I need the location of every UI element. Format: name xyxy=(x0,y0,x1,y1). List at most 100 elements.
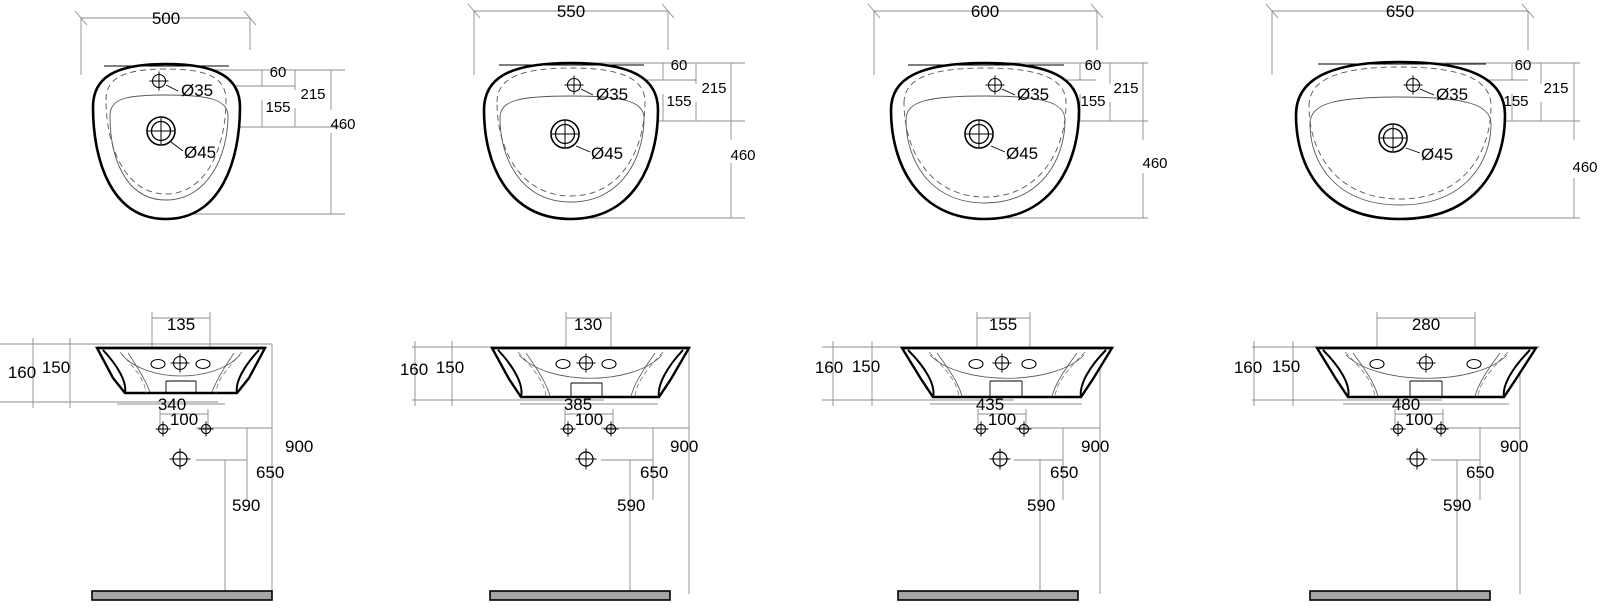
elev-left-taphole-icon xyxy=(1369,358,1385,370)
elev-front-height-label-550: 160 xyxy=(400,360,428,379)
elev-base-width-label-650: 480 xyxy=(1392,395,1420,414)
elev-left-taphole-icon xyxy=(555,358,571,370)
elev-front-height-label-500: 160 xyxy=(8,363,36,382)
elev-hidden-right-650 xyxy=(1477,351,1509,398)
waste-outlet-icon xyxy=(168,447,192,471)
elev-inner-right-550 xyxy=(630,352,656,397)
elev-tap-spread-label-650: 280 xyxy=(1412,315,1440,334)
elev-h650-label-500: 650 xyxy=(256,463,284,482)
plan-dim60-label-550: 60 xyxy=(671,57,688,74)
plan-view-550: 550 60 155 215 460 Ø35 Ø45 xyxy=(467,2,756,221)
plan-view-500: 500 60 155 215 460 Ø35 Ø45 xyxy=(74,9,356,221)
elev-left-flare-600 xyxy=(907,349,935,398)
leader-line-tap-600 xyxy=(1001,88,1016,96)
tap-hole-label-550: Ø35 xyxy=(596,85,628,104)
elev-right-flare-650 xyxy=(1502,349,1531,398)
elev-front-height-label-600: 160 xyxy=(815,358,843,377)
bracket-hole-left-icon xyxy=(972,420,990,438)
plan-bowl-outline-650 xyxy=(1309,96,1492,206)
waste-hole-icon xyxy=(1378,123,1408,153)
floor-line-500 xyxy=(91,590,273,601)
plan-depth-label-650: 460 xyxy=(1572,159,1597,176)
leader-line-tap-650 xyxy=(1419,88,1435,96)
elev-left-flare-650 xyxy=(1322,349,1350,398)
tap-hole-label-650: Ø35 xyxy=(1436,85,1468,104)
waste-hole-icon xyxy=(146,116,176,146)
elev-dim-lines-600 xyxy=(822,312,1101,594)
plan-width-label-600: 600 xyxy=(971,2,999,21)
elev-tap-spread-label-500: 135 xyxy=(167,315,195,334)
floor-line-650 xyxy=(1309,590,1491,601)
elevation-view-650: 160 150 280 480 100 900 650 590 xyxy=(1234,312,1540,601)
plan-dim215-label-500: 215 xyxy=(300,86,325,103)
elev-bowl-curve-500 xyxy=(121,354,241,377)
elev-overflow-box-500 xyxy=(165,380,197,393)
waste-hole-label-550: Ø45 xyxy=(591,144,623,163)
floor-line-600 xyxy=(897,590,1079,601)
leader-line-waste-600 xyxy=(990,145,1006,153)
elev-right-taphole-icon xyxy=(1466,358,1482,370)
elev-bracket-spacing-label-500: 100 xyxy=(170,410,198,429)
variant-group-550: 550 60 155 215 460 Ø35 Ø45 xyxy=(400,2,756,601)
elev-inner-left-550 xyxy=(525,352,551,397)
elev-inner-right-650 xyxy=(1474,352,1501,397)
waste-outlet-icon xyxy=(988,447,1012,471)
elev-hidden-left-650 xyxy=(1344,351,1376,398)
elev-overflow-box-650 xyxy=(1409,380,1443,397)
elev-h590-label-500: 590 xyxy=(232,496,260,515)
leader-line-waste-500 xyxy=(170,141,184,152)
elev-hidden-left-600 xyxy=(928,351,960,398)
elev-h650-label-650: 650 xyxy=(1466,463,1494,482)
elev-bracket-spacing-label-650: 100 xyxy=(1405,410,1433,429)
waste-hole-icon xyxy=(964,119,994,149)
elev-h590-label-650: 590 xyxy=(1443,496,1471,515)
elev-h650-label-550: 650 xyxy=(640,463,668,482)
variant-group-500: 500 60 155 215 460 Ø35 Ø45 xyxy=(0,9,356,601)
elev-bracket-spacing-label-600: 100 xyxy=(988,410,1016,429)
plan-hidden-outline-600 xyxy=(903,67,1067,198)
waste-outlet-icon xyxy=(1405,447,1429,471)
elev-bowl-curve-650 xyxy=(1345,354,1508,379)
elev-hidden-right-550 xyxy=(634,351,664,398)
plan-hidden-outline-550 xyxy=(496,67,646,197)
elev-right-taphole-icon xyxy=(601,358,617,370)
tap-hole-label-600: Ø35 xyxy=(1017,85,1049,104)
elev-overflow-box-550 xyxy=(570,382,603,397)
elev-right-flare-550 xyxy=(657,349,684,398)
elev-dim-lines-500 xyxy=(0,312,273,594)
plan-depth-label-500: 460 xyxy=(330,116,355,133)
elev-h650-label-600b: 650 xyxy=(1050,463,1078,482)
plan-width-label-650: 650 xyxy=(1386,2,1414,21)
elev-rim-height-label-600: 150 xyxy=(852,357,880,376)
waste-hole-label-650: Ø45 xyxy=(1421,145,1453,164)
elev-bracket-spacing-label-550: 100 xyxy=(575,410,603,429)
elev-hidden-left-550 xyxy=(517,351,547,398)
elev-hidden-right-600 xyxy=(1054,351,1086,398)
waste-hole-label-600: Ø45 xyxy=(1006,144,1038,163)
floor-line-550 xyxy=(489,590,671,601)
leader-line-waste-650 xyxy=(1405,147,1421,154)
elev-bowl-curve-550 xyxy=(518,354,663,379)
elevation-view-550: 160 150 130 385 100 900 650 590 xyxy=(400,312,698,601)
elev-overflow-box-600 xyxy=(989,380,1023,397)
plan-depth-label-550: 460 xyxy=(730,147,755,164)
plan-bowl-outline-550 xyxy=(499,95,645,203)
tap-hole-label-500: Ø35 xyxy=(181,81,213,100)
plan-view-650: 650 60 155 215 460 Ø35 Ø45 xyxy=(1265,2,1598,221)
elevation-view-500: 160 150 135 340 100 900 650 590 xyxy=(0,312,313,601)
elev-h900-label-650: 900 xyxy=(1500,437,1528,456)
elev-tap-spread-label-600: 155 xyxy=(989,315,1017,334)
elev-inner-left-500 xyxy=(127,352,151,393)
elev-inner-right-600 xyxy=(1051,352,1078,397)
plan-dim215-label-650: 215 xyxy=(1543,80,1568,97)
bracket-hole-right-icon xyxy=(197,420,215,438)
elev-left-taphole-icon xyxy=(150,358,166,370)
plan-bowl-outline-600 xyxy=(905,95,1066,204)
plan-width-label-550: 550 xyxy=(557,2,585,21)
elev-right-taphole-icon xyxy=(1021,358,1037,370)
elev-base-width-label-550: 385 xyxy=(564,395,592,414)
bracket-hole-right-icon xyxy=(1015,420,1033,438)
elev-front-height-label-650: 160 xyxy=(1234,358,1262,377)
plan-hidden-outline-650 xyxy=(1308,66,1492,200)
